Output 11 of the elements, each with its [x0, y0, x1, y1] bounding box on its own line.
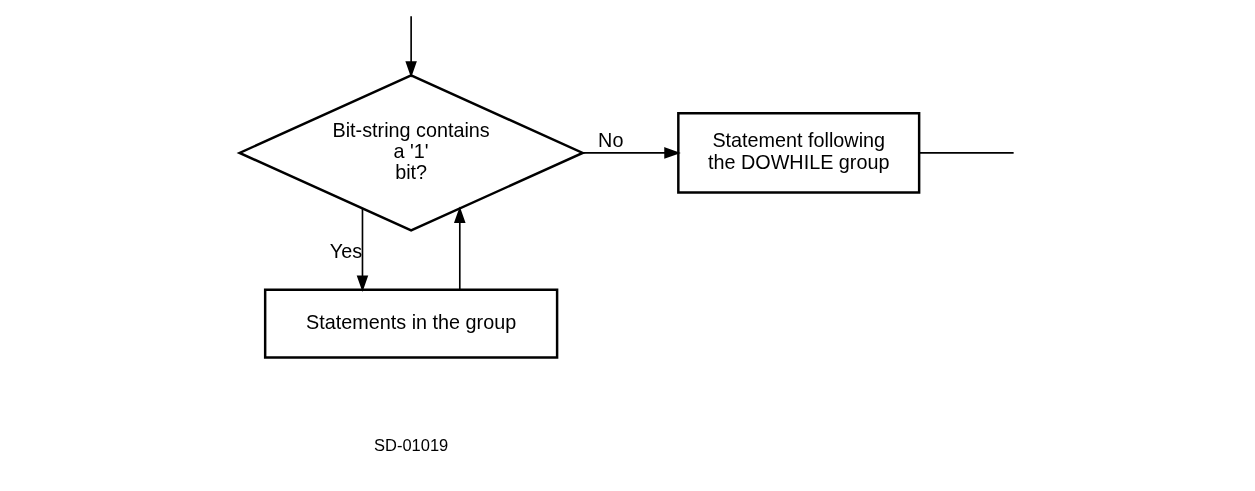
arrow — [454, 206, 466, 290]
edge-label: No — [598, 129, 624, 152]
node-box: Statement following the DOWHILE group — [677, 112, 921, 194]
edge-label: Yes — [329, 240, 363, 263]
arrow — [582, 147, 681, 159]
node-diamond: Bit-string contains a '1' bit? — [236, 74, 586, 232]
label: SD-01019 — [374, 435, 449, 454]
arrow — [405, 15, 417, 78]
connector — [918, 152, 1015, 154]
node-box: Statements in the group — [263, 288, 559, 359]
arrow — [356, 207, 369, 292]
